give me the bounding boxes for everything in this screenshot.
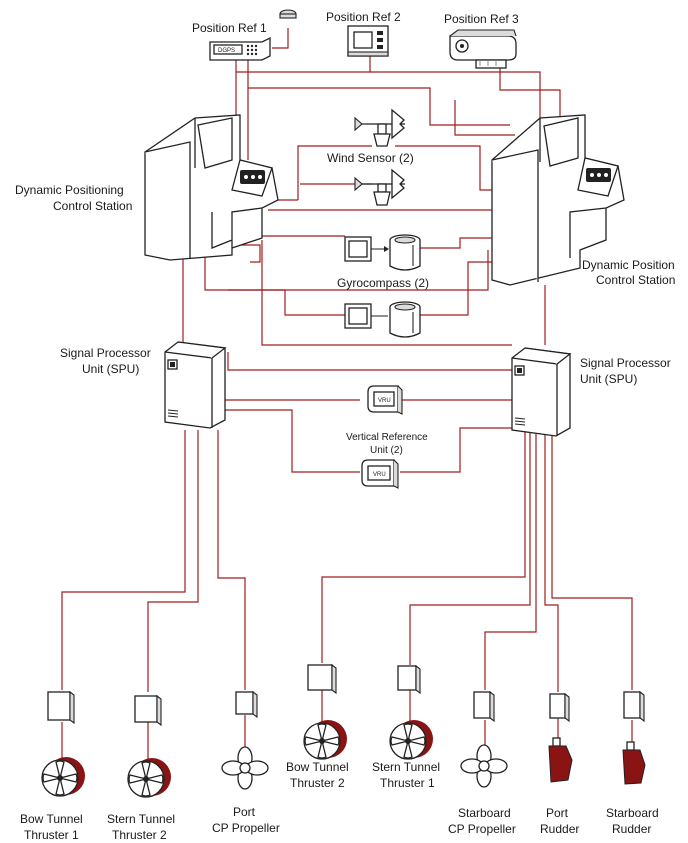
position-ref-2-label: Position Ref 2 bbox=[326, 10, 401, 24]
dp-station-left-line-2: Control Station bbox=[53, 199, 132, 213]
stern-tunnel-thruster-2-line-1: Stern Tunnel bbox=[107, 812, 175, 826]
controller-box-icon bbox=[47, 690, 75, 725]
bow-tunnel-thruster-1-line-1: Bow Tunnel bbox=[20, 812, 83, 826]
controller-box-icon bbox=[134, 694, 162, 727]
rudder-icon bbox=[548, 737, 573, 783]
gyrocompass-label: Gyrocompass (2) bbox=[337, 276, 429, 290]
dp-station-left-line-1: Dynamic Positioning bbox=[15, 183, 124, 197]
spu-left-line-2: Unit (SPU) bbox=[82, 362, 139, 376]
monitor-unit-icon bbox=[347, 25, 389, 57]
vru-tag: VRU bbox=[378, 398, 391, 404]
spu-left-line-1: Signal Processor bbox=[60, 346, 151, 360]
stern-tunnel-thruster-1-line-1: Stern Tunnel bbox=[372, 760, 440, 774]
laser-ref-icon bbox=[449, 29, 517, 69]
spu-right-line-2: Unit (SPU) bbox=[580, 372, 637, 386]
gyrocompass-icon bbox=[389, 301, 421, 338]
gyro-interface-box-icon bbox=[344, 236, 389, 262]
spu-left[interactable]: Signal Processor Unit (SPU) bbox=[60, 341, 227, 429]
tunnel-thruster-icon bbox=[127, 758, 171, 798]
gyro-interface-box-icon bbox=[344, 303, 388, 329]
dp-console-icon bbox=[144, 114, 279, 261]
spu-right[interactable]: Signal Processor Unit (SPU) bbox=[511, 347, 671, 437]
stern-tunnel-thruster-1-line-2: Thruster 1 bbox=[380, 776, 435, 790]
vru-group[interactable]: VRU Vertical Reference Unit (2) VRU bbox=[346, 385, 428, 489]
thruster-controllers bbox=[47, 663, 645, 727]
dp-control-station-left[interactable]: Dynamic Positioning Control Station bbox=[15, 114, 279, 261]
controller-box-icon bbox=[397, 664, 421, 695]
vru-label-line-2: Unit (2) bbox=[370, 445, 403, 456]
port-rudder-line-1: Port bbox=[546, 806, 569, 820]
starboard-rudder-line-2: Rudder bbox=[612, 822, 651, 836]
vru-icon: VRU bbox=[361, 459, 399, 489]
dp-console-icon-right bbox=[491, 114, 625, 286]
port-cp-propeller-line-2: CP Propeller bbox=[212, 821, 280, 835]
gyrocompass-group[interactable]: Gyrocompass (2) bbox=[337, 234, 429, 338]
wind-sensor-group[interactable]: Wind Sensor (2) bbox=[327, 108, 414, 206]
dgps-tag: DGPS bbox=[218, 48, 235, 54]
port-cp-propeller-line-1: Port bbox=[233, 805, 256, 819]
vru-label-line-1: Vertical Reference bbox=[346, 432, 428, 443]
propeller-icon bbox=[460, 744, 508, 788]
tunnel-thruster-icon bbox=[389, 720, 433, 760]
port-rudder-line-2: Rudder bbox=[540, 822, 579, 836]
position-ref-1[interactable]: Position Ref 1 DGPS bbox=[192, 9, 297, 61]
controller-box-icon bbox=[307, 663, 337, 695]
bow-tunnel-thruster-2-line-1: Bow Tunnel bbox=[286, 760, 349, 774]
controller-box-icon bbox=[549, 692, 570, 723]
stern-tunnel-thruster-2-line-2: Thruster 2 bbox=[112, 828, 167, 842]
spu-right-line-1: Signal Processor bbox=[580, 356, 671, 370]
starboard-cp-propeller-line-1: Starboard bbox=[458, 806, 511, 820]
dp-station-right-line-2: Control Station bbox=[596, 273, 675, 287]
spu-cabinet-icon bbox=[511, 347, 572, 437]
wind-sensor-icon bbox=[354, 108, 405, 147]
dp-control-station-right[interactable]: Dynamic Position Control Station bbox=[491, 114, 675, 287]
vru-tag: VRU bbox=[373, 472, 386, 478]
tunnel-thruster-icon bbox=[303, 720, 347, 760]
position-ref-3-label: Position Ref 3 bbox=[444, 12, 519, 26]
tunnel-thruster-icon bbox=[41, 757, 85, 797]
bow-tunnel-thruster-1-line-2: Thruster 1 bbox=[24, 828, 79, 842]
propeller-icon bbox=[221, 746, 269, 790]
dp-station-right-line-1: Dynamic Position bbox=[582, 258, 675, 272]
spu-cabinet-icon bbox=[164, 341, 227, 429]
controller-box-icon bbox=[473, 690, 495, 723]
starboard-cp-propeller-line-2: CP Propeller bbox=[448, 822, 516, 836]
position-ref-3[interactable]: Position Ref 3 bbox=[444, 12, 519, 69]
rudder-icon bbox=[622, 741, 646, 785]
position-ref-1-label: Position Ref 1 bbox=[192, 21, 267, 35]
position-ref-2[interactable]: Position Ref 2 bbox=[326, 10, 401, 57]
starboard-rudder-line-1: Starboard bbox=[606, 806, 659, 820]
wind-sensor-icon bbox=[354, 168, 405, 206]
device-icons bbox=[41, 720, 646, 798]
vru-icon: VRU bbox=[367, 385, 403, 415]
controller-box-icon bbox=[623, 690, 645, 723]
gyrocompass-icon bbox=[389, 234, 421, 271]
bow-tunnel-thruster-2-line-2: Thruster 2 bbox=[290, 776, 345, 790]
wiring bbox=[61, 28, 633, 762]
device-labels: Bow Tunnel Thruster 1 Stern Tunnel Thrus… bbox=[20, 760, 659, 842]
dgps-receiver-icon: DGPS bbox=[209, 9, 297, 61]
controller-box-icon bbox=[235, 690, 258, 719]
wind-sensor-label: Wind Sensor (2) bbox=[327, 151, 414, 165]
